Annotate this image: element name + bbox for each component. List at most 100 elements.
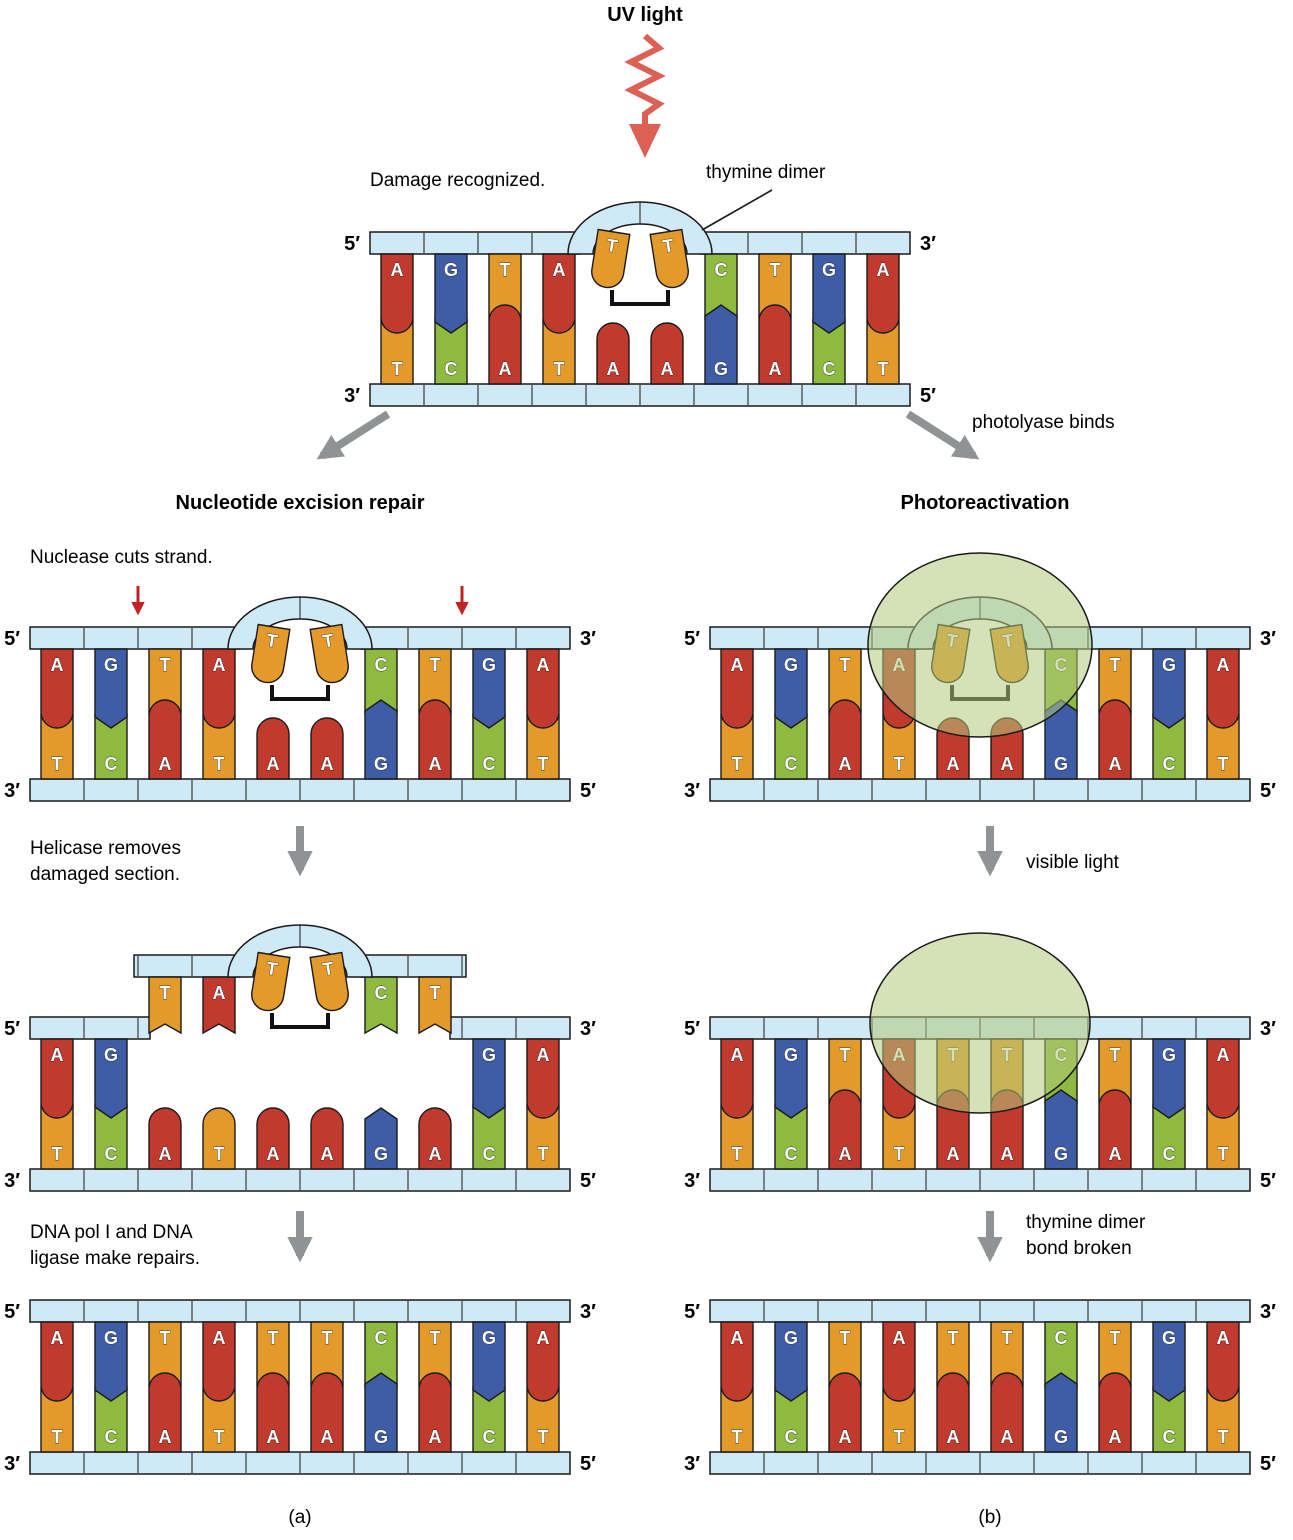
base-letter: C bbox=[375, 983, 388, 1003]
base-A bbox=[418, 1372, 452, 1453]
base-letter: A bbox=[213, 655, 226, 675]
base-letter: T bbox=[392, 359, 403, 379]
base-pair: GC bbox=[1152, 648, 1186, 780]
base-G bbox=[472, 1321, 506, 1402]
dimer-bond-broken-line1: thymine dimer bbox=[1026, 1212, 1146, 1233]
base-letter: G bbox=[104, 655, 118, 675]
base-pair: TA bbox=[936, 1321, 970, 1453]
base-pair: GC bbox=[94, 648, 128, 780]
base-A bbox=[256, 1107, 290, 1170]
uv-arrow-zigzag bbox=[624, 33, 666, 124]
base-T bbox=[309, 623, 349, 684]
base-letter: G bbox=[482, 1328, 496, 1348]
base-letter: C bbox=[1163, 754, 1176, 774]
base-pair: AT bbox=[720, 1038, 754, 1170]
unpaired-base: A bbox=[596, 322, 630, 385]
base-A bbox=[936, 1372, 970, 1453]
base-letter: C bbox=[105, 754, 118, 774]
base-G bbox=[434, 253, 468, 334]
strand-end-label: 3′ bbox=[920, 233, 936, 255]
backbone-segment bbox=[29, 626, 241, 650]
base-letter: T bbox=[265, 958, 279, 979]
base-letter: A bbox=[893, 1328, 906, 1348]
base-letter: A bbox=[321, 1144, 334, 1164]
base-letter: A bbox=[321, 754, 334, 774]
base-letter: G bbox=[374, 754, 388, 774]
excised-base: T bbox=[148, 976, 182, 1035]
base-letter: A bbox=[159, 1144, 172, 1164]
base-letter: A bbox=[429, 754, 442, 774]
base-A bbox=[720, 1321, 754, 1402]
strand-end-label: 3′ bbox=[684, 780, 700, 802]
base-letter: G bbox=[374, 1427, 388, 1447]
base-letter: C bbox=[785, 754, 798, 774]
base-letter: C bbox=[823, 359, 836, 379]
base-letter: A bbox=[947, 1144, 960, 1164]
strand-end-label: 5′ bbox=[4, 1018, 20, 1040]
base-A bbox=[202, 1321, 236, 1402]
base-letter: G bbox=[104, 1045, 118, 1065]
base-letter: A bbox=[1109, 754, 1122, 774]
base-letter: T bbox=[732, 754, 743, 774]
base-letter: T bbox=[732, 1427, 743, 1447]
base-A bbox=[1098, 1089, 1132, 1170]
base-letter: T bbox=[878, 359, 889, 379]
base-A bbox=[758, 304, 792, 385]
base-letter: A bbox=[553, 260, 566, 280]
base-letter: C bbox=[1163, 1427, 1176, 1447]
base-A bbox=[40, 1038, 74, 1119]
base-letter: G bbox=[1054, 1144, 1068, 1164]
base-letter: T bbox=[840, 1328, 851, 1348]
base-letter: T bbox=[322, 1328, 333, 1348]
photolyase-enzyme bbox=[867, 552, 1093, 738]
base-letter: T bbox=[1002, 1328, 1013, 1348]
bottom-backbone bbox=[29, 778, 571, 802]
base-letter: A bbox=[839, 754, 852, 774]
base-letter: T bbox=[214, 754, 225, 774]
helicase-label-line1: Helicase removes bbox=[30, 838, 181, 859]
excised-backbone-right bbox=[359, 954, 467, 978]
dimer-thymine: T bbox=[309, 623, 349, 684]
base-G bbox=[472, 1038, 506, 1119]
base-pair: AT bbox=[542, 253, 576, 385]
strand-end-label: 3′ bbox=[1260, 628, 1276, 650]
strand-end-label: 5′ bbox=[684, 628, 700, 650]
top-backbone-left bbox=[29, 1016, 151, 1040]
base-pair: TA bbox=[310, 1321, 344, 1453]
bottom-backbone bbox=[29, 1168, 571, 1192]
base-letter: T bbox=[52, 1144, 63, 1164]
base-A bbox=[720, 1038, 754, 1119]
strand-end-label: 5′ bbox=[920, 385, 936, 407]
base-A bbox=[526, 1321, 560, 1402]
strand-end-label: 5′ bbox=[1260, 1170, 1276, 1192]
base-G bbox=[94, 1038, 128, 1119]
base-pair: TA bbox=[148, 648, 182, 780]
base-letter: T bbox=[840, 1045, 851, 1065]
bottom-backbone bbox=[709, 1451, 1251, 1475]
base-letter: G bbox=[1054, 754, 1068, 774]
base-pair: AT bbox=[866, 253, 900, 385]
base-pair: TA bbox=[418, 1321, 452, 1453]
base-letter: T bbox=[268, 1328, 279, 1348]
base-pair: AT bbox=[40, 1321, 74, 1453]
base-A bbox=[720, 648, 754, 729]
base-letter: T bbox=[500, 260, 511, 280]
base-pair: AT bbox=[526, 1321, 560, 1453]
base-A bbox=[1206, 1321, 1240, 1402]
nuclease-cuts-label: Nuclease cuts strand. bbox=[30, 547, 213, 568]
base-letter: T bbox=[1218, 1427, 1229, 1447]
strand-end-label: 3′ bbox=[4, 1170, 20, 1192]
strand-end-label: 5′ bbox=[580, 1453, 596, 1475]
base-T bbox=[251, 623, 291, 684]
base-G bbox=[1044, 1089, 1078, 1170]
base-pair: TA bbox=[488, 253, 522, 385]
base-letter: T bbox=[160, 983, 171, 1003]
base-A bbox=[310, 1372, 344, 1453]
base-A bbox=[148, 699, 182, 780]
panel-a-label: (a) bbox=[288, 1507, 312, 1528]
